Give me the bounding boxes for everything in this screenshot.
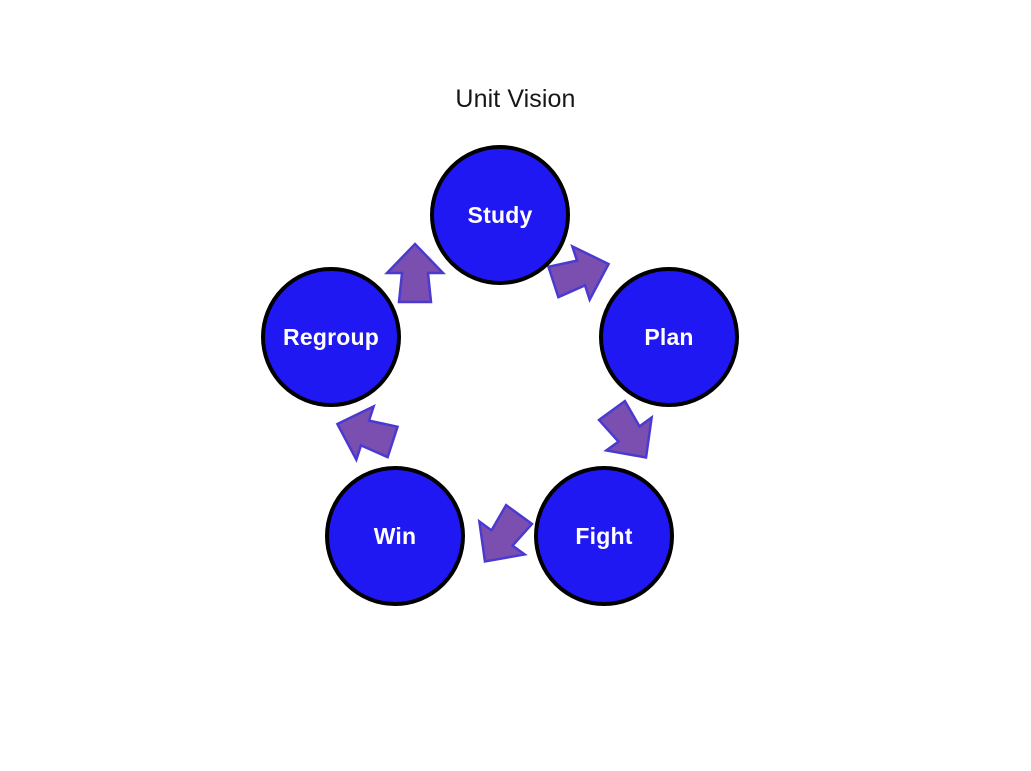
cycle-node-study[interactable]: Study	[430, 145, 570, 285]
arrow-win-to-regroup[interactable]	[327, 393, 404, 472]
arrow-regroup-to-study[interactable]	[383, 242, 447, 304]
cycle-node-label-fight: Fight	[575, 522, 633, 549]
cycle-node-win[interactable]: Win	[325, 466, 465, 606]
cycle-node-regroup[interactable]: Regroup	[261, 267, 401, 407]
arrow-fight-to-win[interactable]	[458, 495, 545, 581]
cycle-node-plan[interactable]: Plan	[599, 267, 739, 407]
cycle-node-label-plan: Plan	[644, 323, 694, 350]
cycle-node-fight[interactable]: Fight	[534, 466, 674, 606]
arrow-plan-to-fight[interactable]	[585, 391, 672, 477]
cycle-node-label-study: Study	[467, 201, 533, 228]
cycle-node-label-win: Win	[373, 522, 417, 549]
arrow-study-to-plan[interactable]	[543, 233, 620, 312]
page-title: Unit Vision	[455, 85, 576, 113]
cycle-node-label-regroup: Regroup	[283, 323, 379, 350]
